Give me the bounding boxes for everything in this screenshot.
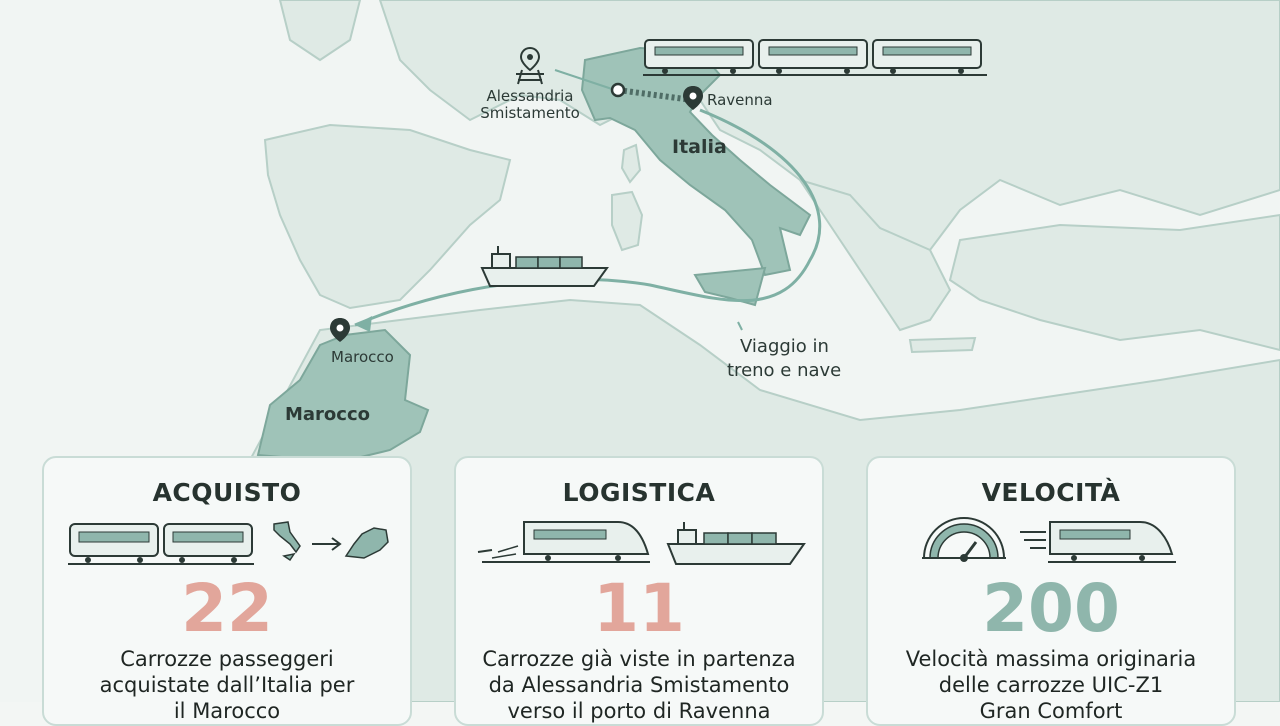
iberia-land <box>263 123 512 310</box>
rail-pin-icon <box>516 46 544 85</box>
morocco-pin-icon <box>330 318 350 342</box>
origin-connector <box>554 69 616 91</box>
turkey-land <box>948 213 1280 352</box>
port-label: Ravenna <box>707 91 773 109</box>
cargo-ship-icon <box>480 246 609 287</box>
train-icon <box>477 521 650 563</box>
card-description: Carrozze passeggeri acquistate dall’Ital… <box>58 646 396 724</box>
card-desc-line: delle carrozze UIC-Z1 <box>938 673 1164 697</box>
rail-route <box>617 87 693 103</box>
acquisto-icons <box>68 521 389 565</box>
card-desc-line: da Alessandria Smistamento <box>488 673 790 697</box>
train-icon <box>643 39 987 76</box>
speedometer-icon <box>922 517 1006 562</box>
acquisto-card: ACQUISTO 22 Carrozze passeggeri acquista… <box>42 456 412 726</box>
card-desc-line: Velocità massima originaria <box>905 647 1197 671</box>
card-number: 11 <box>593 570 685 647</box>
logistica-card: LOGISTICA 11 Carrozze già viste in parte… <box>454 456 824 726</box>
card-number: 22 <box>181 570 273 647</box>
card-title: LOGISTICA <box>562 478 716 507</box>
morocco-country-label: Marocco <box>285 404 370 425</box>
italy-land <box>580 46 812 277</box>
card-number: 200 <box>982 570 1120 647</box>
card-title: VELOCITÀ <box>981 478 1121 507</box>
origin-dot <box>610 82 626 98</box>
route-arrowhead <box>355 316 372 332</box>
corsica-island <box>620 143 642 184</box>
balkans-land <box>797 178 952 332</box>
origin-label-line1: Alessandria <box>486 87 573 105</box>
card-desc-line: Carrozze già viste in partenza <box>482 647 796 671</box>
card-title: ACQUISTO <box>152 478 302 507</box>
velocita-icons <box>922 517 1176 563</box>
train-icon <box>1020 521 1176 563</box>
trip-label-line1: Viaggio in <box>740 336 829 357</box>
card-desc-line: acquistate dall’Italia per <box>99 673 355 697</box>
morocco-city-label: Marocco <box>331 348 394 366</box>
logistica-icons <box>477 521 806 565</box>
arrow-right-icon <box>312 537 342 551</box>
sardinia-island <box>611 190 644 252</box>
north-land <box>278 0 362 62</box>
card-desc-line: Carrozze passeggeri <box>120 647 334 671</box>
italy-label: Italia <box>672 136 727 158</box>
italy-icon <box>273 521 301 562</box>
crete-island <box>908 336 977 354</box>
morocco-icon <box>344 527 389 559</box>
morocco-land <box>256 328 430 464</box>
label-connector <box>737 321 743 331</box>
card-description: Velocità massima originaria delle carroz… <box>882 646 1220 724</box>
origin-label-line2: Smistamento <box>480 104 580 122</box>
train-icon <box>68 523 254 565</box>
card-description: Carrozze già viste in partenza da Alessa… <box>470 646 808 724</box>
velocita-card: VELOCITÀ 200 Velocità massima originaria… <box>866 456 1236 726</box>
ravenna-pin-icon <box>683 86 703 110</box>
trip-label-line2: treno e nave <box>727 360 841 381</box>
cargo-ship-icon <box>666 522 806 565</box>
